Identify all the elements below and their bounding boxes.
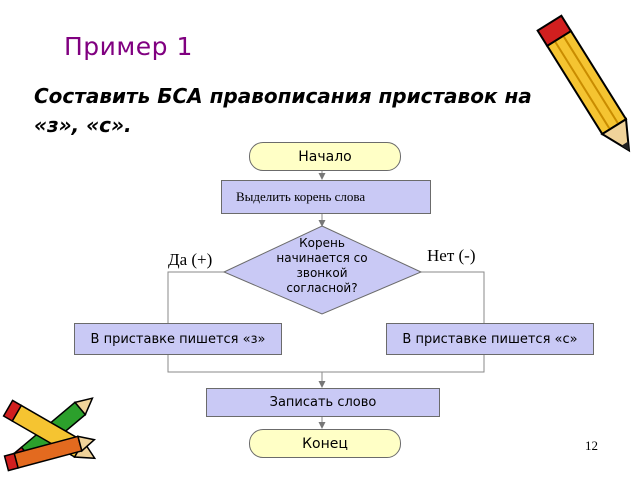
step-extract-root: Выделить корень слова: [221, 180, 431, 214]
slide-title: Пример 1: [64, 32, 193, 61]
no-label: Нет (-): [427, 246, 476, 265]
end-node: Конец: [249, 429, 401, 458]
page-number: 12: [585, 438, 598, 453]
start-node: Начало: [249, 142, 401, 171]
decision-diamond: [222, 225, 423, 315]
pencil-icon: [536, 14, 631, 153]
task-text: Составить БСА правописания приставок на …: [34, 84, 532, 137]
decision-text: Корень начинается со звонкой согласной?: [276, 236, 368, 295]
yes-action-box: В приставке пишется «з»: [74, 323, 282, 355]
no-action-box: В приставке пишется «с»: [386, 323, 594, 355]
yes-label: Да (+): [168, 250, 213, 269]
step-write-word: Записать слово: [206, 388, 440, 417]
pencils-icon: [2, 397, 97, 472]
